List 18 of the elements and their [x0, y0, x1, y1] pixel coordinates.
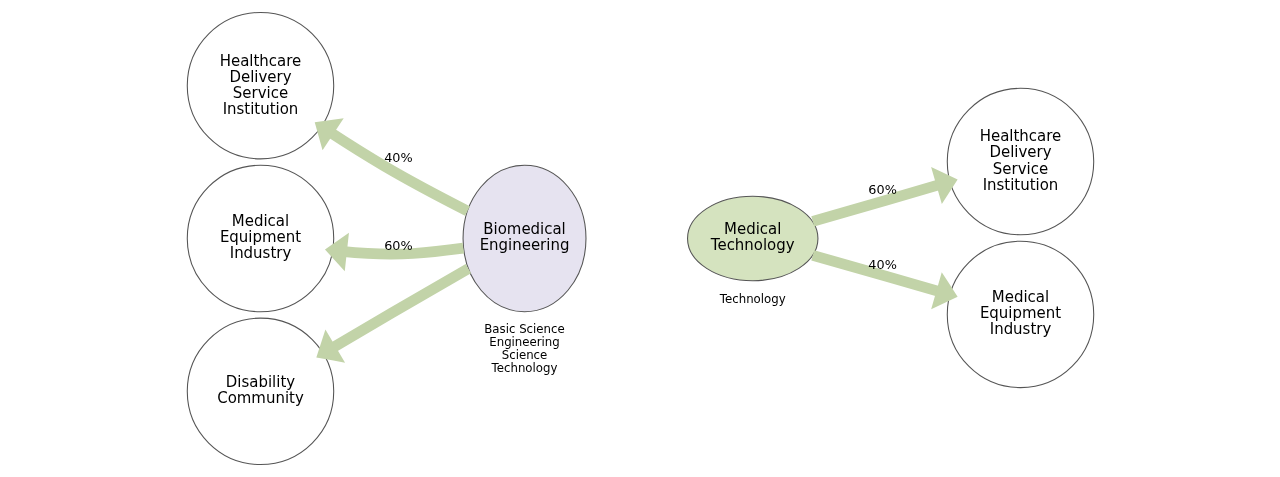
arrow	[810, 250, 958, 310]
edge-label: 60%	[867, 182, 897, 198]
edge-label: 40%	[383, 150, 413, 166]
arrow	[810, 167, 958, 227]
node-circle: Healthcare Delivery Service Institution	[946, 87, 1094, 236]
node-circle: Healthcare Delivery Service Institution	[186, 11, 334, 160]
node-label: Technology	[719, 292, 786, 307]
edge-label: 60%	[383, 237, 413, 253]
node-circle: Medical Equipment Industry	[946, 240, 1094, 389]
arrow	[314, 118, 470, 216]
arrow	[315, 264, 471, 363]
node-circle: Disability Community	[186, 317, 334, 466]
node-circle: Medical Equipment Industry	[186, 164, 334, 313]
edge-label: 40%	[867, 257, 897, 273]
node-ellipse: Medical Technology	[686, 195, 818, 282]
node-ellipse: Biomedical Engineering	[462, 164, 586, 313]
node-label: Basic Science Engineering Science Technology	[483, 322, 565, 375]
arrow	[324, 232, 464, 272]
